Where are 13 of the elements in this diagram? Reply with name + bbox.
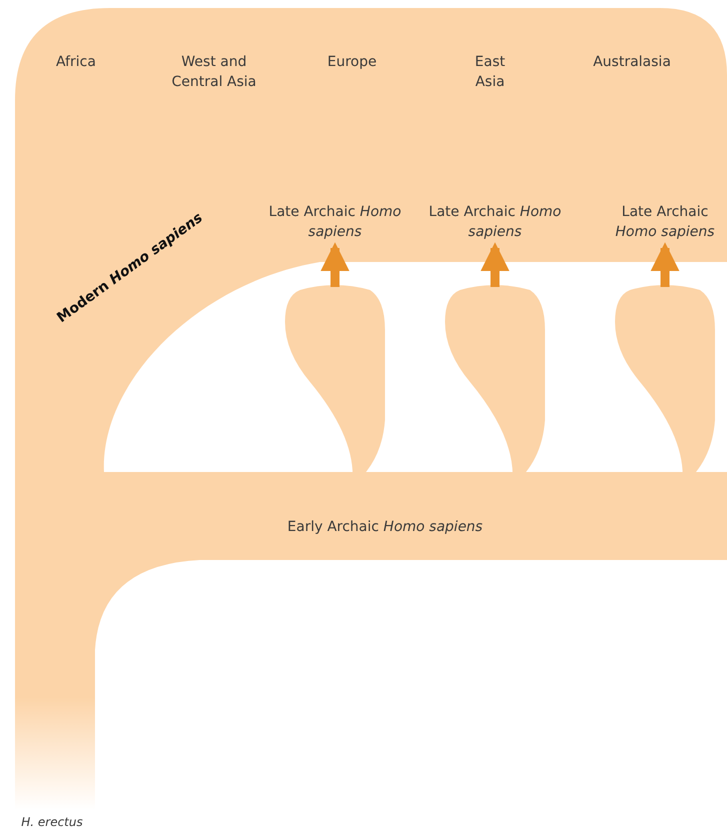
lineage-label: Late Archaic Homo sapiens [605, 202, 725, 242]
region-label: Africa [55, 53, 97, 72]
arrow [320, 242, 350, 287]
lineage-label: Late Archaic Homo sapiens [425, 202, 565, 242]
lineage-label: Late Archaic Homo sapiens [265, 202, 405, 242]
region-label: West and Central Asia [170, 53, 258, 92]
arrow [650, 242, 680, 287]
region-label: East Asia [474, 53, 506, 92]
arrow [480, 242, 510, 287]
lineage-label: H. erectus [20, 814, 84, 831]
region-label: Australasia [592, 53, 672, 72]
lineage-label: Early Archaic Homo sapiens [286, 518, 484, 537]
region-label: Europe [326, 53, 378, 72]
